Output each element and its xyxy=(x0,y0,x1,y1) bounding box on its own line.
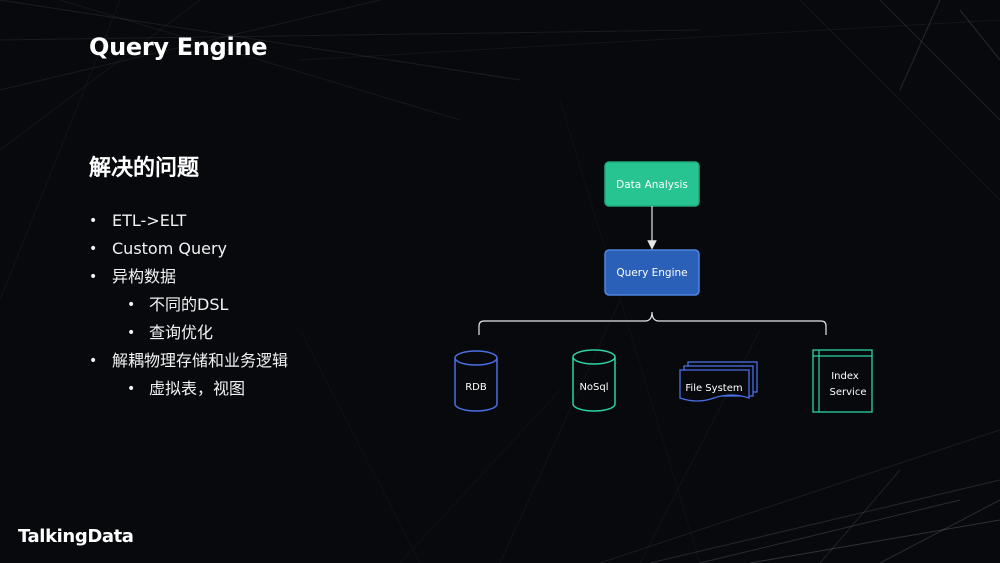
bullet-dot-icon: • xyxy=(127,381,136,397)
bullet-dot-icon: • xyxy=(89,353,98,369)
talkingdata-logo: TalkingData xyxy=(18,526,134,547)
query-engine-node: Query Engine xyxy=(604,249,700,296)
sub-bullet-item: • 不同的DSL xyxy=(89,291,419,319)
bullet-dot-icon: • xyxy=(127,325,136,341)
bullet-text: ETL->ELT xyxy=(112,211,187,230)
bullet-text: 查询优化 xyxy=(149,323,214,342)
slide-title: Query Engine xyxy=(89,33,268,61)
data-analysis-node: Data Analysis xyxy=(604,161,700,207)
bullet-dot-icon: • xyxy=(89,213,98,229)
bullet-item: • Custom Query xyxy=(89,235,419,263)
rdb-database-icon: RDB xyxy=(454,350,498,412)
index-service-label-line1: Index xyxy=(831,371,859,382)
bullet-item: • 解耦物理存储和业务逻辑 xyxy=(89,347,419,375)
bullet-item: • 异构数据 xyxy=(89,263,419,291)
rdb-label: RDB xyxy=(465,382,487,393)
bullet-dot-icon: • xyxy=(89,269,98,285)
query-engine-label: Query Engine xyxy=(616,267,687,279)
index-service-icon: Index Service xyxy=(812,349,873,413)
index-service-label-line2: Service xyxy=(830,387,867,398)
bullet-list: • ETL->ELT • Custom Query • 异构数据 • 不同的DS… xyxy=(89,207,419,403)
file-system-label: File System xyxy=(685,383,742,394)
bullet-item: • ETL->ELT xyxy=(89,207,419,235)
sub-bullet-item: • 查询优化 xyxy=(89,319,419,347)
brace-connector xyxy=(478,311,827,335)
nosql-label: NoSql xyxy=(579,382,608,393)
bullet-dot-icon: • xyxy=(127,297,136,313)
bullet-dot-icon: • xyxy=(89,241,98,257)
nosql-database-icon: NoSql xyxy=(572,349,616,412)
bullet-text: Custom Query xyxy=(112,239,228,258)
bullet-text: 不同的DSL xyxy=(149,295,229,314)
sub-bullet-item: • 虚拟表，视图 xyxy=(89,375,419,403)
bullet-text: 解耦物理存储和业务逻辑 xyxy=(112,351,289,370)
data-analysis-label: Data Analysis xyxy=(616,179,688,191)
file-system-icon: File System xyxy=(679,361,758,402)
bullet-text: 异构数据 xyxy=(112,267,177,286)
bullet-text: 虚拟表，视图 xyxy=(149,379,246,398)
section-heading: 解决的问题 xyxy=(89,156,200,181)
query-engine-box xyxy=(604,249,700,296)
